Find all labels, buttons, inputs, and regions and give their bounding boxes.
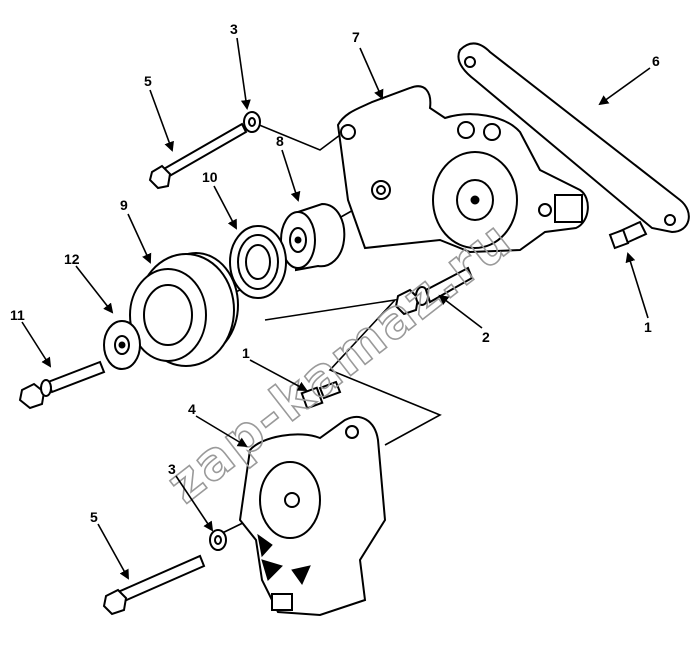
callout-5-bottom: 5: [90, 509, 98, 525]
callout-2: 2: [482, 329, 490, 345]
washer-part-3-bottom: [209, 529, 227, 551]
spacer-part-8: [280, 202, 346, 272]
washer-part-12: [103, 320, 141, 370]
callout-11: 11: [10, 307, 25, 323]
bracket-part-7: [336, 85, 589, 254]
bolt-part-1-mid: [300, 380, 342, 410]
long-bolt-part-5-top: [148, 122, 248, 190]
callout-9: 9: [120, 197, 128, 213]
callout-labels: 3 7 6 5 8 10 9 12 11 2 1 1 4 3 5: [10, 21, 660, 525]
callout-1-mid: 1: [242, 345, 250, 361]
callout-4: 4: [188, 401, 196, 417]
callout-3-top: 3: [230, 21, 238, 37]
callout-7: 7: [352, 29, 360, 45]
callout-6: 6: [652, 53, 660, 69]
callout-8: 8: [276, 133, 284, 149]
link-plate-part-6: [457, 42, 690, 234]
long-bolt-part-5-bottom: [102, 554, 206, 616]
callout-10: 10: [202, 169, 218, 185]
callout-12: 12: [64, 251, 80, 267]
pulley-part-9: [129, 252, 239, 367]
bolt-part-11: [18, 360, 106, 410]
bolt-part-1-right: [608, 220, 648, 250]
bearing-part-10: [229, 225, 287, 299]
callout-1-right: 1: [644, 319, 652, 335]
bolt-part-2: [394, 266, 474, 316]
callout-5-top: 5: [144, 73, 152, 89]
washer-part-3-top: [243, 111, 261, 133]
callout-3-bottom: 3: [168, 461, 176, 477]
tensioner-part-4: [238, 415, 387, 617]
callout-arrows: [21, 37, 651, 580]
